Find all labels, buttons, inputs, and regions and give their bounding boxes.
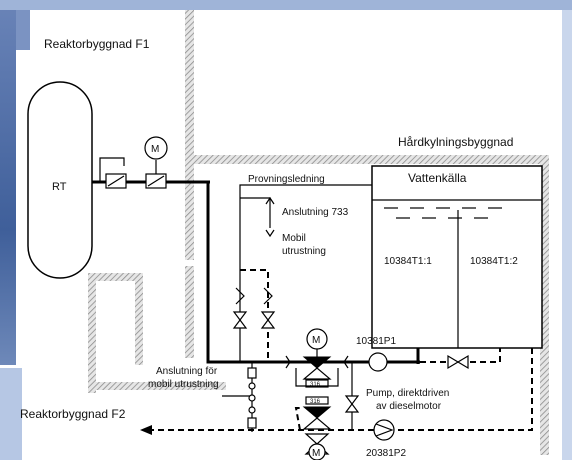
- tank-left-label: 10384T1:1: [384, 256, 432, 267]
- motor-valve-bottom-icon: [302, 406, 332, 419]
- motor-valve-top-icon: [302, 356, 332, 369]
- right-valve-icon: [447, 354, 460, 370]
- mobile-connection-label-line1: Anslutning för: [156, 366, 218, 377]
- connection-733-label: Anslutning 733: [282, 207, 349, 218]
- branch-valve-2-icon: [260, 311, 276, 321]
- test-line-label: Provningsledning: [248, 174, 325, 185]
- building-label-reactor-f1: Reaktorbyggnad F1: [44, 37, 150, 51]
- branch-valve-1-icon: [232, 311, 248, 321]
- building-label-hardkylning: Hårdkylningsbyggnad: [398, 135, 513, 149]
- tag-a: 316: [310, 382, 321, 388]
- building-label-reactor-f2: Reaktorbyggnad F2: [20, 407, 126, 421]
- reactor-outlet-line: M: [92, 136, 420, 364]
- left-dashed-branches: [232, 269, 276, 362]
- diesel-pump-label-line1: Pump, direktdriven: [366, 388, 449, 399]
- main-pump-label: 10381P1: [356, 336, 396, 347]
- water-tank: Vattenkälla 10384T1:1 10384T1:2: [371, 165, 543, 349]
- main-pump: 10381P1: [356, 336, 420, 372]
- reactor-vessel-label: RT: [52, 181, 67, 193]
- right-dashed-line: [420, 348, 501, 370]
- diesel-branch: Pump, direktdriven av dieselmotor 20381P…: [344, 362, 449, 459]
- tank-title: Vattenkälla: [408, 171, 467, 185]
- tank-right-label: 10384T1:2: [470, 256, 518, 267]
- diesel-pump-label-line2: av dieselmotor: [376, 401, 442, 412]
- mobile-equipment-label-line1: Mobil: [282, 233, 306, 244]
- motor-top-label: M: [312, 335, 320, 346]
- mobile-equipment-label-line2: utrustning: [282, 246, 326, 257]
- building-walls: [88, 10, 549, 455]
- motor-f1-label: M: [151, 144, 159, 155]
- motor-valve-cluster: M 316 316 M: [285, 328, 349, 460]
- reactor-vessel: RT: [27, 81, 93, 279]
- mobile-connection-label-line2: mobil utrustning: [148, 379, 219, 390]
- arrow-to-f2-icon: [140, 425, 152, 435]
- main-pump-icon: [368, 352, 388, 372]
- tag-b: 316: [310, 399, 321, 405]
- motor-bottom-icon: [308, 443, 326, 460]
- f2-dashed-line: [140, 348, 533, 435]
- motor-bottom-label: M: [312, 448, 320, 459]
- diesel-branch-valve-icon: [344, 395, 360, 405]
- diesel-pump-id: 20381P2: [366, 448, 406, 459]
- motor-f1-icon: [144, 136, 168, 160]
- mobile-connection: Anslutning för mobil utrustning: [148, 362, 257, 432]
